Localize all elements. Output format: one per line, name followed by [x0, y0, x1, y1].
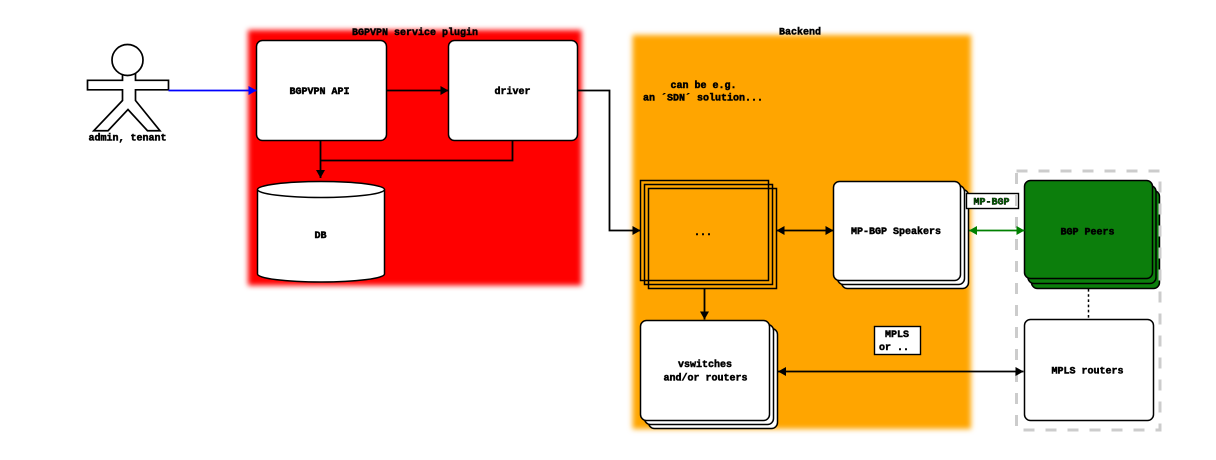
svg-text:can be e.g.: can be e.g.	[670, 80, 736, 92]
svg-text:...: ...	[694, 228, 712, 239]
svg-text:or ..: or ..	[879, 343, 909, 354]
svg-text:MPLS: MPLS	[885, 330, 909, 341]
svg-text:MP-BGP: MP-BGP	[973, 197, 1009, 208]
svg-text:Backend: Backend	[779, 26, 821, 38]
svg-text:MP-BGP Speakers: MP-BGP Speakers	[851, 226, 941, 238]
svg-text:BGP Peers: BGP Peers	[1060, 228, 1114, 239]
svg-text:admin, tenant: admin, tenant	[88, 133, 166, 145]
svg-text:and/or routers: and/or routers	[663, 373, 747, 385]
svg-text:an ´SDN´ solution...: an ´SDN´ solution...	[643, 92, 763, 104]
svg-text:BGPVPN service plugin: BGPVPN service plugin	[352, 27, 478, 39]
svg-text:driver: driver	[494, 86, 530, 98]
svg-text:DB: DB	[314, 231, 326, 242]
svg-text:vswitches: vswitches	[678, 359, 732, 371]
svg-text:BGPVPN API: BGPVPN API	[289, 87, 349, 98]
svg-text:MPLS routers: MPLS routers	[1051, 367, 1123, 378]
